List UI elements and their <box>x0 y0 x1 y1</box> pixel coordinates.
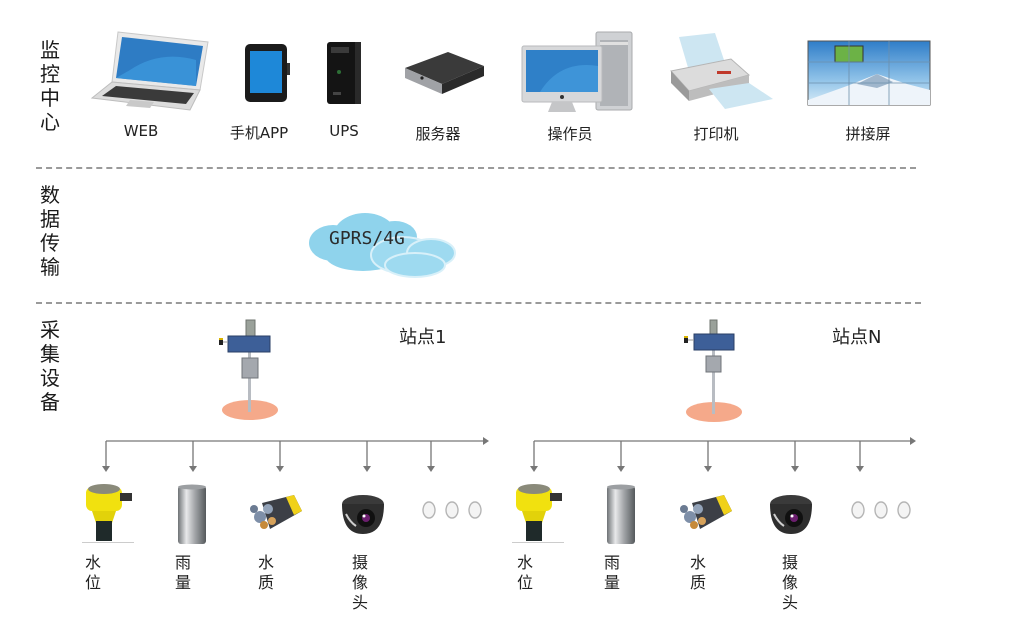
station-n-bus <box>530 437 916 472</box>
sensor-label-rainfall: 雨量 <box>175 553 192 592</box>
sensor-label-water-quality: 水质 <box>690 553 707 592</box>
device-label-web: WEB <box>123 122 159 140</box>
sensor-label-water-level: 水位 <box>517 553 534 592</box>
station-pole-icon <box>219 319 278 420</box>
server-icon <box>405 52 484 94</box>
device-label-server: 服务器 <box>415 125 461 143</box>
section-divider-1 <box>36 167 916 169</box>
sensor-label-camera: 摄像头 <box>782 553 799 612</box>
water-quality-probe-icon <box>250 495 302 529</box>
sensor-label-rainfall: 雨量 <box>604 553 621 592</box>
section-label-monitor-center: 监控中心 <box>40 38 60 134</box>
section-divider-2 <box>36 302 921 304</box>
sensor-label-water-level: 水位 <box>85 553 102 592</box>
dome-camera-icon <box>770 495 812 534</box>
dome-camera-icon <box>342 495 384 534</box>
rain-gauge-icon <box>178 484 206 544</box>
station-pole-icon <box>684 319 742 422</box>
transmission-label: GPRS/4G <box>329 228 405 249</box>
video-wall-icon <box>807 40 931 106</box>
tablet-icon <box>245 44 290 102</box>
device-label-video-wall: 拼接屏 <box>845 125 891 143</box>
station-title-n: 站点N <box>832 327 882 348</box>
device-label-operator: 操作员 <box>547 125 593 143</box>
device-label-ups: UPS <box>329 122 359 140</box>
water-quality-probe-icon <box>680 495 732 529</box>
rain-gauge-icon <box>607 484 635 544</box>
station-1-bus <box>102 437 489 472</box>
water-level-sensor-icon <box>512 484 564 543</box>
station-title-1: 站点1 <box>399 327 447 348</box>
device-label-printer: 打印机 <box>693 125 739 143</box>
ellipsis-icon <box>851 501 911 519</box>
ellipsis-icon <box>422 501 482 519</box>
laptop-icon <box>90 31 209 111</box>
cloud-icon <box>309 213 456 278</box>
workstation-icon <box>521 31 633 112</box>
sensor-label-water-quality: 水质 <box>258 553 275 592</box>
water-level-sensor-icon <box>82 484 134 543</box>
sensor-label-camera: 摄像头 <box>352 553 369 612</box>
section-label-collection-devices: 采集设备 <box>40 318 60 414</box>
ups-icon <box>327 42 361 104</box>
device-label-app: 手机APP <box>229 124 289 142</box>
section-label-data-transmission: 数据传输 <box>40 183 60 279</box>
printer-icon <box>670 33 773 109</box>
